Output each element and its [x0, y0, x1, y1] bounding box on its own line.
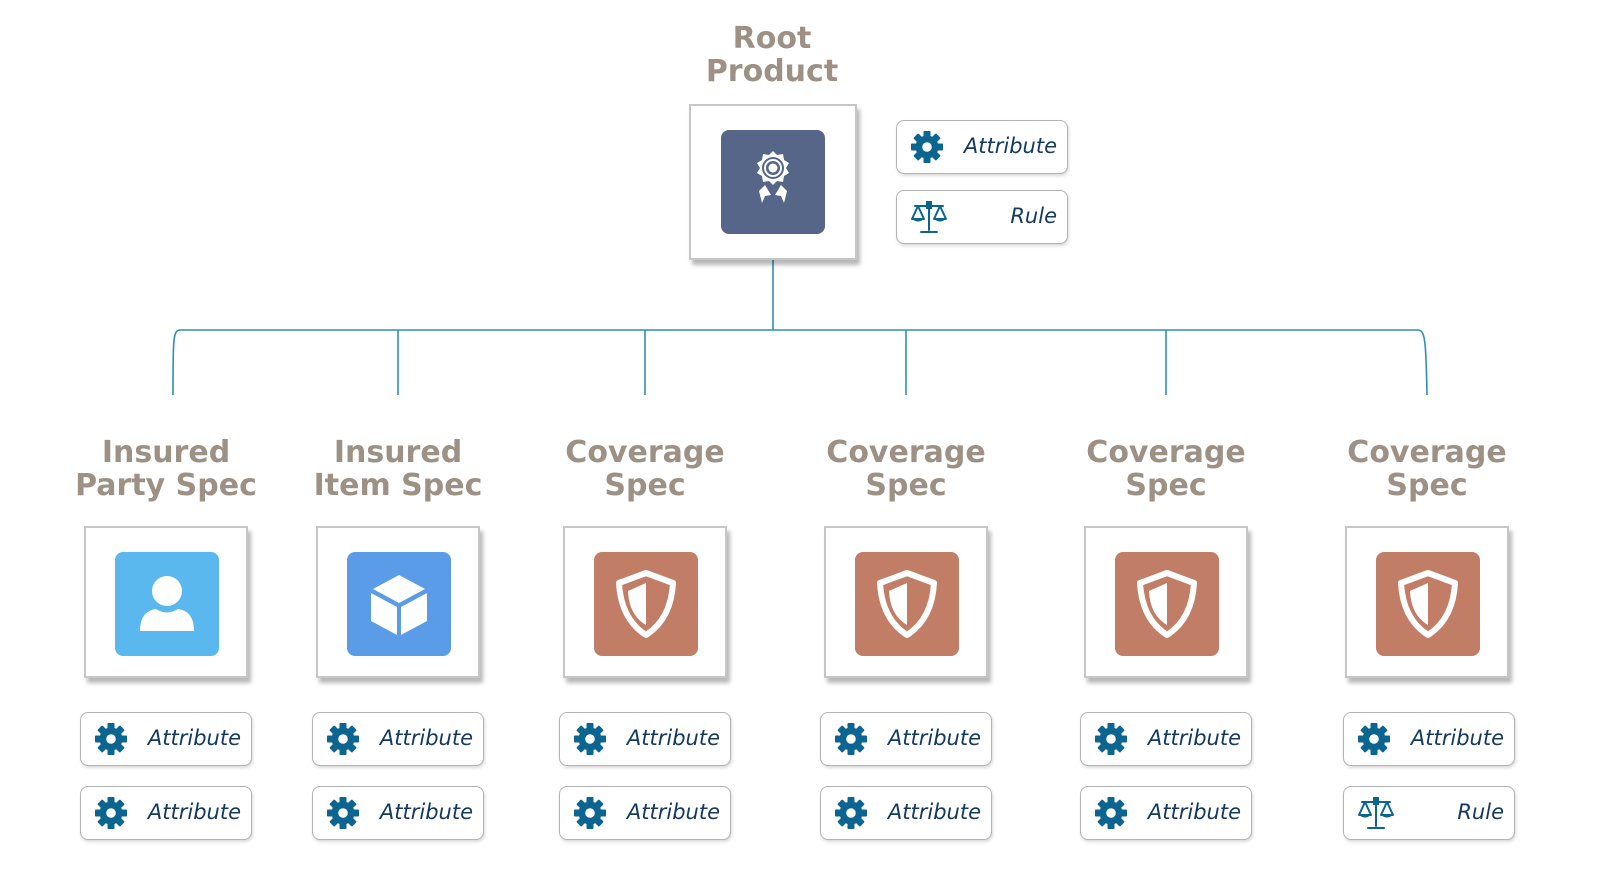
- child-title: Coverage Spec: [796, 436, 1016, 502]
- child-node-tile: [1376, 552, 1480, 656]
- badge-label: Attribute: [626, 800, 720, 824]
- child-title-line2: Spec: [1386, 468, 1468, 503]
- gear-icon: [1095, 723, 1127, 755]
- root-title: Root Product: [672, 22, 872, 88]
- gear-icon: [95, 797, 127, 829]
- shield-icon: [1398, 570, 1458, 638]
- child-title-line1: Coverage: [1086, 435, 1246, 470]
- shield-icon: [877, 570, 937, 638]
- child-node-card[interactable]: [1345, 526, 1509, 678]
- award-ribbon-icon: [757, 151, 789, 203]
- gear-icon: [911, 131, 943, 163]
- badge-label: Attribute: [379, 726, 473, 750]
- child-title: Coverage Spec: [1056, 436, 1276, 502]
- badge-label: Attribute: [1147, 726, 1241, 750]
- badge-label: Attribute: [147, 800, 241, 824]
- gear-icon: [835, 797, 867, 829]
- child-title: Insured Party Spec: [56, 436, 276, 502]
- gear-icon: [327, 797, 359, 829]
- child-title-line1: Insured: [101, 435, 231, 470]
- connector-horizontal-bar: [172, 329, 1428, 396]
- child-title: Coverage Spec: [1317, 436, 1537, 502]
- shield-icon: [616, 570, 676, 638]
- root-title-line2: Product: [705, 54, 839, 89]
- attribute-badge[interactable]: Attribute: [559, 786, 731, 840]
- child-node-tile: [115, 552, 219, 656]
- gear-icon: [95, 723, 127, 755]
- child-node-card[interactable]: [84, 526, 248, 678]
- child-title-line1: Coverage: [1347, 435, 1507, 470]
- attribute-badge[interactable]: Attribute: [559, 712, 731, 766]
- child-title: Coverage Spec: [535, 436, 755, 502]
- child-title-line2: Spec: [1125, 468, 1207, 503]
- gear-icon: [1095, 797, 1127, 829]
- badge-label: Attribute: [626, 726, 720, 750]
- root-badge-rule[interactable]: Rule: [896, 190, 1068, 244]
- gear-icon: [574, 797, 606, 829]
- badge-label: Attribute: [1410, 726, 1504, 750]
- gear-icon: [574, 723, 606, 755]
- attribute-badge[interactable]: Attribute: [312, 712, 484, 766]
- cube-icon: [371, 575, 427, 635]
- child-node-card[interactable]: [563, 526, 727, 678]
- child-title-line1: Coverage: [826, 435, 986, 470]
- person-icon: [140, 576, 194, 631]
- badge-label: Rule: [1457, 800, 1504, 824]
- root-badge-rule-label: Rule: [1010, 204, 1057, 228]
- child-title-line2: Party Spec: [75, 468, 257, 503]
- attribute-badge[interactable]: Attribute: [312, 786, 484, 840]
- attribute-badge[interactable]: Attribute: [1080, 712, 1252, 766]
- attribute-badge[interactable]: Attribute: [820, 786, 992, 840]
- child-node-tile: [855, 552, 959, 656]
- child-title-line2: Spec: [604, 468, 686, 503]
- root-badge-attribute[interactable]: Attribute: [896, 120, 1068, 174]
- child-title-line2: Item Spec: [313, 468, 483, 503]
- attribute-badge[interactable]: Attribute: [1080, 786, 1252, 840]
- scales-icon: [911, 201, 947, 233]
- badge-label: Attribute: [1147, 800, 1241, 824]
- child-node-card[interactable]: [1084, 526, 1248, 678]
- attribute-badge[interactable]: Attribute: [820, 712, 992, 766]
- attribute-badge[interactable]: Attribute: [1343, 712, 1515, 766]
- gear-icon: [1358, 723, 1390, 755]
- attribute-badge[interactable]: Attribute: [80, 712, 252, 766]
- rule-badge[interactable]: Rule: [1343, 786, 1515, 840]
- child-node-tile: [347, 552, 451, 656]
- badge-label: Attribute: [887, 726, 981, 750]
- shield-icon: [1137, 570, 1197, 638]
- badge-label: Attribute: [147, 726, 241, 750]
- child-title: Insured Item Spec: [288, 436, 508, 502]
- child-node-tile: [1115, 552, 1219, 656]
- scales-icon: [1358, 797, 1394, 829]
- child-title-line1: Insured: [333, 435, 463, 470]
- child-title-line2: Spec: [865, 468, 947, 503]
- gear-icon: [835, 723, 867, 755]
- badge-label: Attribute: [887, 800, 981, 824]
- badge-label: Attribute: [379, 800, 473, 824]
- root-product-card[interactable]: [689, 104, 857, 260]
- root-title-line1: Root: [732, 21, 812, 56]
- root-product-tile: [721, 130, 825, 234]
- attribute-badge[interactable]: Attribute: [80, 786, 252, 840]
- child-node-tile: [594, 552, 698, 656]
- gear-icon: [327, 723, 359, 755]
- child-title-line1: Coverage: [565, 435, 725, 470]
- root-badge-attribute-label: Attribute: [963, 134, 1057, 158]
- child-node-card[interactable]: [316, 526, 480, 678]
- child-node-card[interactable]: [824, 526, 988, 678]
